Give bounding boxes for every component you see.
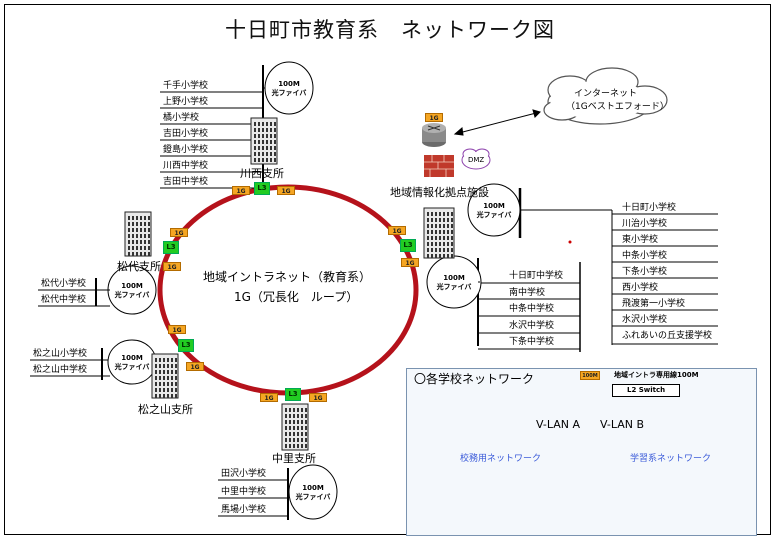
school-label: 飛渡第一小学校 bbox=[622, 299, 686, 309]
school-label: 吉田小学校 bbox=[163, 129, 209, 139]
school-label: 中里中学校 bbox=[221, 487, 267, 497]
dmz-label: DMZ bbox=[468, 156, 485, 164]
hub-right-school-lines bbox=[518, 188, 718, 345]
tag-1g: 1G bbox=[186, 362, 204, 371]
school-label: 橘小学校 bbox=[163, 113, 200, 123]
building-icon bbox=[250, 117, 278, 165]
school-label: 中条小学校 bbox=[622, 251, 668, 261]
school-label: 川西中学校 bbox=[163, 161, 209, 171]
legend-switch-name: L2 Switch bbox=[612, 384, 681, 397]
net-a-label: 校務用ネットワーク bbox=[460, 454, 542, 464]
tag-l3: L3 bbox=[254, 182, 270, 195]
legend-switch-label: 地域イントラ専用線100M bbox=[614, 371, 699, 379]
diagram-frame bbox=[4, 4, 771, 535]
matsunoyama-school-lines bbox=[30, 348, 110, 380]
school-label: 南中学校 bbox=[509, 287, 546, 298]
tag-l3: L3 bbox=[285, 388, 301, 401]
school-label: 西小学校 bbox=[622, 283, 659, 293]
school-label: 中条中学校 bbox=[509, 304, 555, 315]
tag-l3: L3 bbox=[178, 339, 194, 352]
school-label: 鐙島小学校 bbox=[163, 145, 209, 155]
tag-1g-router: 1G bbox=[425, 113, 443, 122]
tag-1g: 1G bbox=[232, 186, 250, 195]
tag-1g: 1G bbox=[170, 228, 188, 237]
branch-nakasato: 中里支所 bbox=[272, 452, 316, 465]
school-label: 吉田中学校 bbox=[163, 177, 209, 187]
legend-switch-tag: 100M bbox=[580, 371, 600, 380]
school-label: 千手小学校 bbox=[163, 81, 209, 91]
building-icon bbox=[281, 403, 309, 451]
school-label: 東小学校 bbox=[622, 235, 659, 245]
matsudai-school-lines bbox=[38, 278, 110, 307]
school-label: 松之山小学校 bbox=[33, 349, 88, 359]
school-label: 馬場小学校 bbox=[221, 505, 267, 515]
tag-1g: 1G bbox=[168, 325, 186, 334]
ring-label: 地域イントラネット（教育系） bbox=[203, 270, 372, 284]
tag-1g: 1G bbox=[401, 258, 419, 267]
tag-1g: 1G bbox=[163, 262, 181, 271]
tag-1g: 1G bbox=[309, 393, 327, 402]
school-label: 水沢中学校 bbox=[509, 320, 555, 331]
building-icons bbox=[124, 117, 455, 451]
stray-dot bbox=[568, 240, 572, 244]
branch-matsunoyama: 松之山支所 bbox=[138, 403, 193, 416]
tag-l3: L3 bbox=[163, 241, 179, 254]
internet-link-arrow bbox=[453, 109, 541, 136]
firewall-icon bbox=[424, 155, 454, 177]
school-label: 水沢小学校 bbox=[622, 315, 668, 325]
page-title: 十日町市教育系 ネットワーク図 bbox=[225, 18, 555, 42]
school-label: 下条小学校 bbox=[622, 267, 668, 277]
legend-title: 〇各学校ネットワーク bbox=[414, 372, 535, 386]
school-label: 松代小学校 bbox=[41, 279, 87, 289]
building-icon bbox=[423, 207, 455, 259]
bubble-connectors bbox=[108, 281, 480, 291]
branch-matsudai: 松代支所 bbox=[117, 260, 161, 273]
internet-sublabel: （1Gベストエフォード） bbox=[566, 102, 669, 112]
tag-1g: 1G bbox=[277, 186, 295, 195]
school-label: 田沢小学校 bbox=[221, 469, 267, 479]
school-network-legend bbox=[406, 368, 757, 536]
school-label: 上野小学校 bbox=[163, 97, 209, 107]
net-b-label: 学習系ネットワーク bbox=[630, 454, 712, 464]
school-label: 下条中学校 bbox=[509, 337, 555, 348]
school-label: 松之山中学校 bbox=[33, 365, 88, 375]
vlan-a-label: V-LAN A bbox=[536, 418, 581, 431]
fiber-bubbles bbox=[107, 61, 521, 520]
tag-l3: L3 bbox=[400, 239, 416, 252]
building-icon bbox=[124, 211, 152, 257]
internet-label: インターネット bbox=[574, 89, 638, 99]
school-label: ふれあいの丘支援学校 bbox=[622, 331, 713, 341]
tag-1g: 1G bbox=[260, 393, 278, 402]
school-label: 川治小学校 bbox=[622, 219, 668, 229]
school-label: 十日町中学校 bbox=[509, 271, 564, 281]
ring-sublabel: 1G（冗長化 ループ） bbox=[234, 290, 359, 304]
branch-hub: 地域情報化拠点施設 bbox=[390, 186, 489, 199]
school-label: 十日町小学校 bbox=[622, 203, 677, 213]
school-label: 松代中学校 bbox=[41, 295, 87, 305]
vlan-b-label: V-LAN B bbox=[600, 418, 645, 431]
router-icon bbox=[422, 123, 446, 147]
tag-1g: 1G bbox=[388, 226, 406, 235]
building-icon bbox=[151, 353, 179, 399]
branch-kawanishi: 川西支所 bbox=[240, 167, 284, 180]
